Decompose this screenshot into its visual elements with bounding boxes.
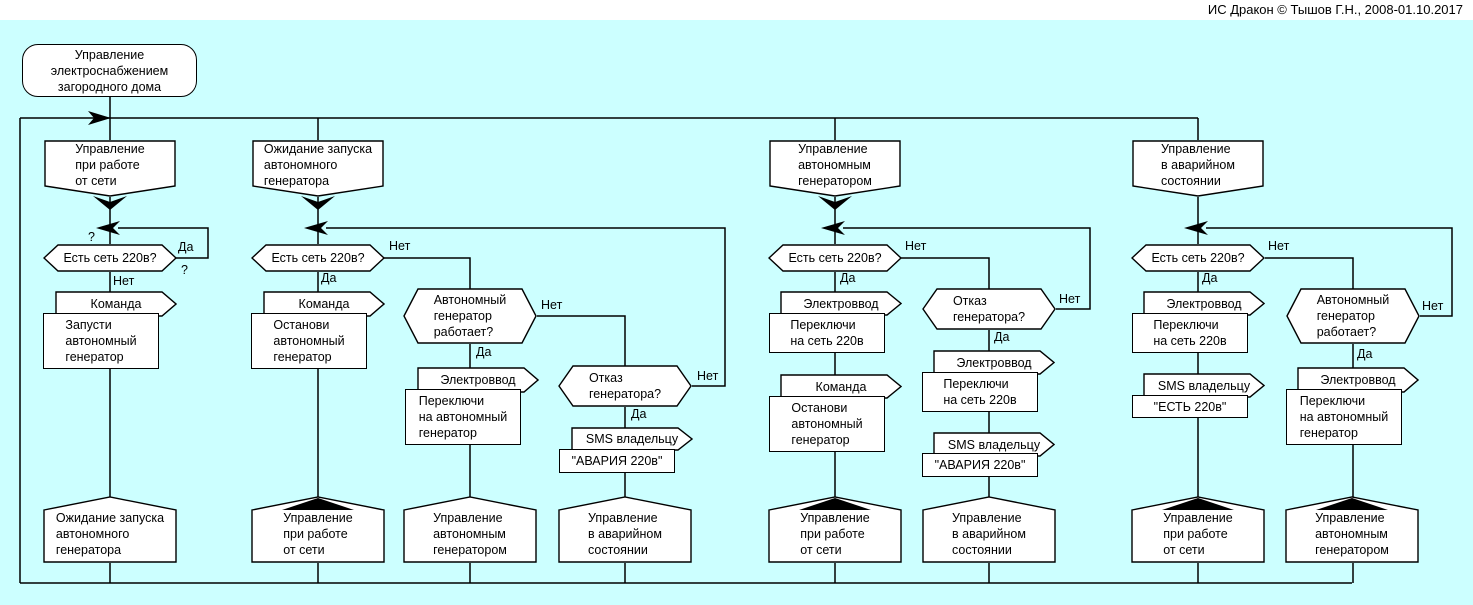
branch-header-alarm[interactable]: Управление в аварийном состоянии bbox=[1132, 140, 1264, 197]
arrow-left-icon bbox=[304, 221, 328, 235]
pennant-power-input-4[interactable]: Электроввод bbox=[1143, 291, 1265, 316]
action-switch-to-net-2[interactable]: Переключи на сеть 220в bbox=[922, 372, 1038, 412]
pennant-command-2[interactable]: Команда bbox=[263, 291, 385, 317]
address-ctl-gen-2[interactable]: Управление автономным генератором bbox=[1285, 496, 1419, 563]
action-switch-to-generator-2[interactable]: Переключи на автономный генератор bbox=[1286, 389, 1402, 445]
edge-label-no: Нет bbox=[541, 298, 563, 312]
edge-label-yes: Да bbox=[994, 330, 1010, 344]
action-switch-to-net-3[interactable]: Переключи на сеть 220в bbox=[1132, 313, 1248, 353]
arrow-down-icon bbox=[301, 196, 335, 210]
pennant-sms-owner-3[interactable]: SMS владельцу bbox=[1143, 373, 1265, 398]
question-net-3[interactable]: Есть сеть 220в? bbox=[768, 244, 902, 272]
pennant-command-1[interactable]: Команда bbox=[55, 291, 177, 317]
edge-label-no: Нет bbox=[389, 239, 411, 253]
edge-label-yes: Да bbox=[321, 271, 337, 285]
edge-label-no: Нет bbox=[113, 274, 135, 288]
edge-label-no: Нет bbox=[697, 369, 719, 383]
arrow-down-icon bbox=[93, 196, 127, 210]
edge-label-yes: Да bbox=[631, 407, 647, 421]
arrow-left-icon bbox=[96, 221, 120, 235]
edge-label-question: ? bbox=[181, 263, 188, 277]
question-gen-fail-2[interactable]: Отказ генератора? bbox=[922, 288, 1056, 330]
flow-arrowheads bbox=[88, 111, 1208, 235]
question-net-2[interactable]: Есть сеть 220в? bbox=[251, 244, 385, 272]
question-gen-works-2[interactable]: Автономный генератор работает? bbox=[1286, 288, 1420, 344]
edge-label-yes: Да bbox=[476, 345, 492, 359]
action-switch-to-net-1[interactable]: Переключи на сеть 220в bbox=[769, 313, 885, 353]
pennant-sms-owner-2[interactable]: SMS владельцу bbox=[933, 432, 1055, 457]
question-net-4[interactable]: Есть сеть 220в? bbox=[1131, 244, 1265, 272]
action-sms-alarm-1[interactable]: "АВАРИЯ 220в" bbox=[559, 449, 675, 473]
pennant-power-input-5[interactable]: Электроввод bbox=[1297, 367, 1419, 393]
edge-label-no: Нет bbox=[1059, 292, 1081, 306]
pennant-power-input-3[interactable]: Электроввод bbox=[933, 350, 1055, 375]
start-icon[interactable]: Управление электроснабжением загородного… bbox=[22, 44, 197, 97]
edge-label-no: Нет bbox=[1422, 299, 1444, 313]
address-wait-gen[interactable]: Ожидание запуска автономного генератора bbox=[43, 496, 177, 563]
question-gen-works-1[interactable]: Автономный генератор работает? bbox=[403, 288, 537, 344]
pennant-power-input-2[interactable]: Электроввод bbox=[780, 291, 902, 316]
edge-label-yes: Да bbox=[178, 240, 194, 254]
address-ctl-grid-1[interactable]: Управление при работе от сети bbox=[251, 496, 385, 563]
edge-label-no: Нет bbox=[905, 239, 927, 253]
pennant-sms-owner-1[interactable]: SMS владельцу bbox=[571, 427, 693, 451]
edge-label-question: ? bbox=[88, 230, 95, 244]
address-ctl-alarm-1[interactable]: Управление в аварийном состоянии bbox=[558, 496, 692, 563]
address-ctl-grid-2[interactable]: Управление при работе от сети bbox=[768, 496, 902, 563]
arrow-down-icon bbox=[818, 196, 852, 210]
branch-header-wait-gen[interactable]: Ожидание запуска автономного генератора bbox=[252, 140, 384, 197]
address-ctl-alarm-2[interactable]: Управление в аварийном состоянии bbox=[922, 496, 1056, 563]
edge-label-yes: Да bbox=[1357, 347, 1373, 361]
action-stop-generator-2[interactable]: Останови автономный генератор bbox=[769, 396, 885, 452]
action-switch-to-generator-1[interactable]: Переключи на автономный генератор bbox=[405, 389, 521, 445]
pennant-command-3[interactable]: Команда bbox=[780, 374, 902, 399]
branch-header-gen[interactable]: Управление автономным генератором bbox=[769, 140, 901, 197]
pennant-power-input-1[interactable]: Электроввод bbox=[417, 367, 539, 393]
question-net-1[interactable]: Есть сеть 220в? bbox=[43, 244, 177, 272]
arrow-left-icon bbox=[821, 221, 845, 235]
action-sms-ok[interactable]: "ЕСТЬ 220в" bbox=[1132, 395, 1248, 418]
edge-label-yes: Да bbox=[840, 271, 856, 285]
question-gen-fail-1[interactable]: Отказ генератора? bbox=[558, 365, 692, 407]
action-start-generator[interactable]: Запусти автономный генератор bbox=[43, 313, 159, 369]
edge-label-no: Нет bbox=[1268, 239, 1290, 253]
branch-header-grid[interactable]: Управление при работе от сети bbox=[44, 140, 176, 197]
edge-label-yes: Да bbox=[1202, 271, 1218, 285]
address-ctl-gen-1[interactable]: Управление автономным генератором bbox=[403, 496, 537, 563]
address-ctl-grid-3[interactable]: Управление при работе от сети bbox=[1131, 496, 1265, 563]
action-stop-generator-1[interactable]: Останови автономный генератор bbox=[251, 313, 367, 369]
arrow-right-icon bbox=[88, 111, 111, 125]
app-title: ИС Дракон © Тышов Г.Н., 2008-01.10.2017 bbox=[1207, 2, 1463, 17]
arrow-left-icon bbox=[1184, 221, 1208, 235]
action-sms-alarm-2[interactable]: "АВАРИЯ 220в" bbox=[922, 453, 1038, 477]
